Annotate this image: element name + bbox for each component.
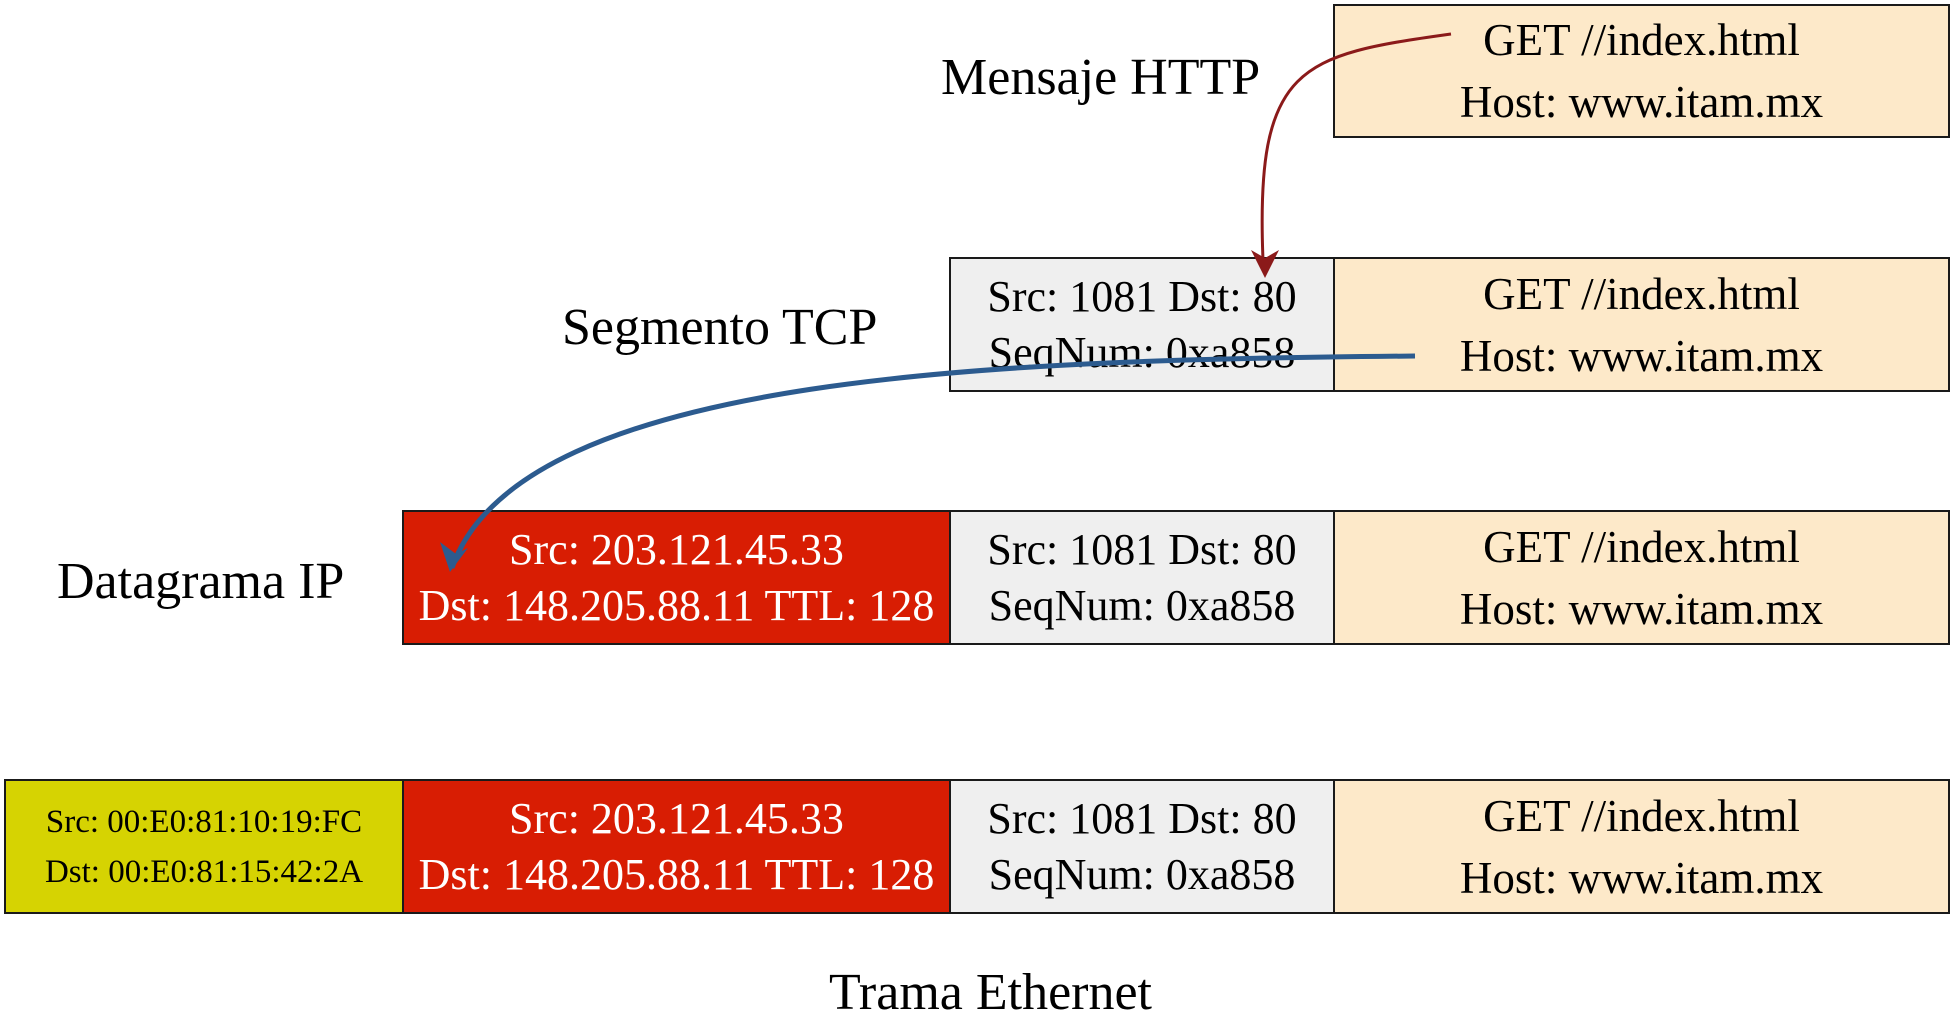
tcp-header-ports: Src: 1081 Dst: 80 (987, 793, 1297, 843)
ip-datagram-label: Datagrama IP (57, 553, 345, 610)
payload-line-get: GET //index.html (1483, 790, 1800, 841)
payload-line-host: Host: www.itam.mx (1459, 852, 1824, 903)
http-message-label: Mensaje HTTP (941, 49, 1261, 106)
payload-line-get: GET //index.html (1483, 268, 1800, 319)
ip-datagram-tcp-header-box: Src: 1081 Dst: 80 SeqNum: 0xa858 (949, 510, 1335, 645)
tcp-header-seqnum: SeqNum: 0xa858 (988, 327, 1296, 377)
ip-header-dst-ttl: Dst: 148.205.88.11 TTL: 128 (418, 580, 935, 630)
tcp-header-ports: Src: 1081 Dst: 80 (987, 271, 1297, 321)
ethernet-payload-box: GET //index.html Host: www.itam.mx (1333, 779, 1950, 914)
ethernet-header-src: Src: 00:E0:81:10:19:FC (45, 803, 363, 840)
ethernet-ip-header-box: Src: 203.121.45.33 Dst: 148.205.88.11 TT… (402, 779, 951, 914)
ip-header-dst-ttl: Dst: 148.205.88.11 TTL: 128 (418, 849, 935, 899)
payload-line-get: GET //index.html (1483, 15, 1800, 65)
ethernet-header-dst: Dst: 00:E0:81:15:42:2A (44, 853, 364, 890)
tcp-segment-label: Segmento TCP (562, 299, 878, 356)
tcp-header-seqnum: SeqNum: 0xa858 (988, 580, 1296, 630)
ethernet-header-box: Src: 00:E0:81:10:19:FC Dst: 00:E0:81:15:… (4, 779, 404, 914)
tcp-header-ports: Src: 1081 Dst: 80 (987, 524, 1297, 574)
payload-line-host: Host: www.itam.mx (1459, 330, 1824, 381)
ip-header-src: Src: 203.121.45.33 (509, 524, 844, 574)
payload-line-get: GET //index.html (1483, 521, 1800, 572)
tcp-segment-payload-box: GET //index.html Host: www.itam.mx (1333, 257, 1950, 392)
ethernet-frame-label: Trama Ethernet (829, 964, 1152, 1021)
tcp-segment-header-box: Src: 1081 Dst: 80 SeqNum: 0xa858 (949, 257, 1335, 392)
ip-header-src: Src: 203.121.45.33 (509, 793, 844, 843)
payload-line-host: Host: www.itam.mx (1459, 77, 1824, 127)
ip-datagram-header-box: Src: 203.121.45.33 Dst: 148.205.88.11 TT… (402, 510, 951, 645)
ethernet-tcp-header-box: Src: 1081 Dst: 80 SeqNum: 0xa858 (949, 779, 1335, 914)
payload-line-host: Host: www.itam.mx (1459, 583, 1824, 634)
ip-datagram-payload-box: GET //index.html Host: www.itam.mx (1333, 510, 1950, 645)
tcp-header-seqnum: SeqNum: 0xa858 (988, 849, 1296, 899)
http-payload-box: GET //index.html Host: www.itam.mx (1333, 4, 1950, 138)
